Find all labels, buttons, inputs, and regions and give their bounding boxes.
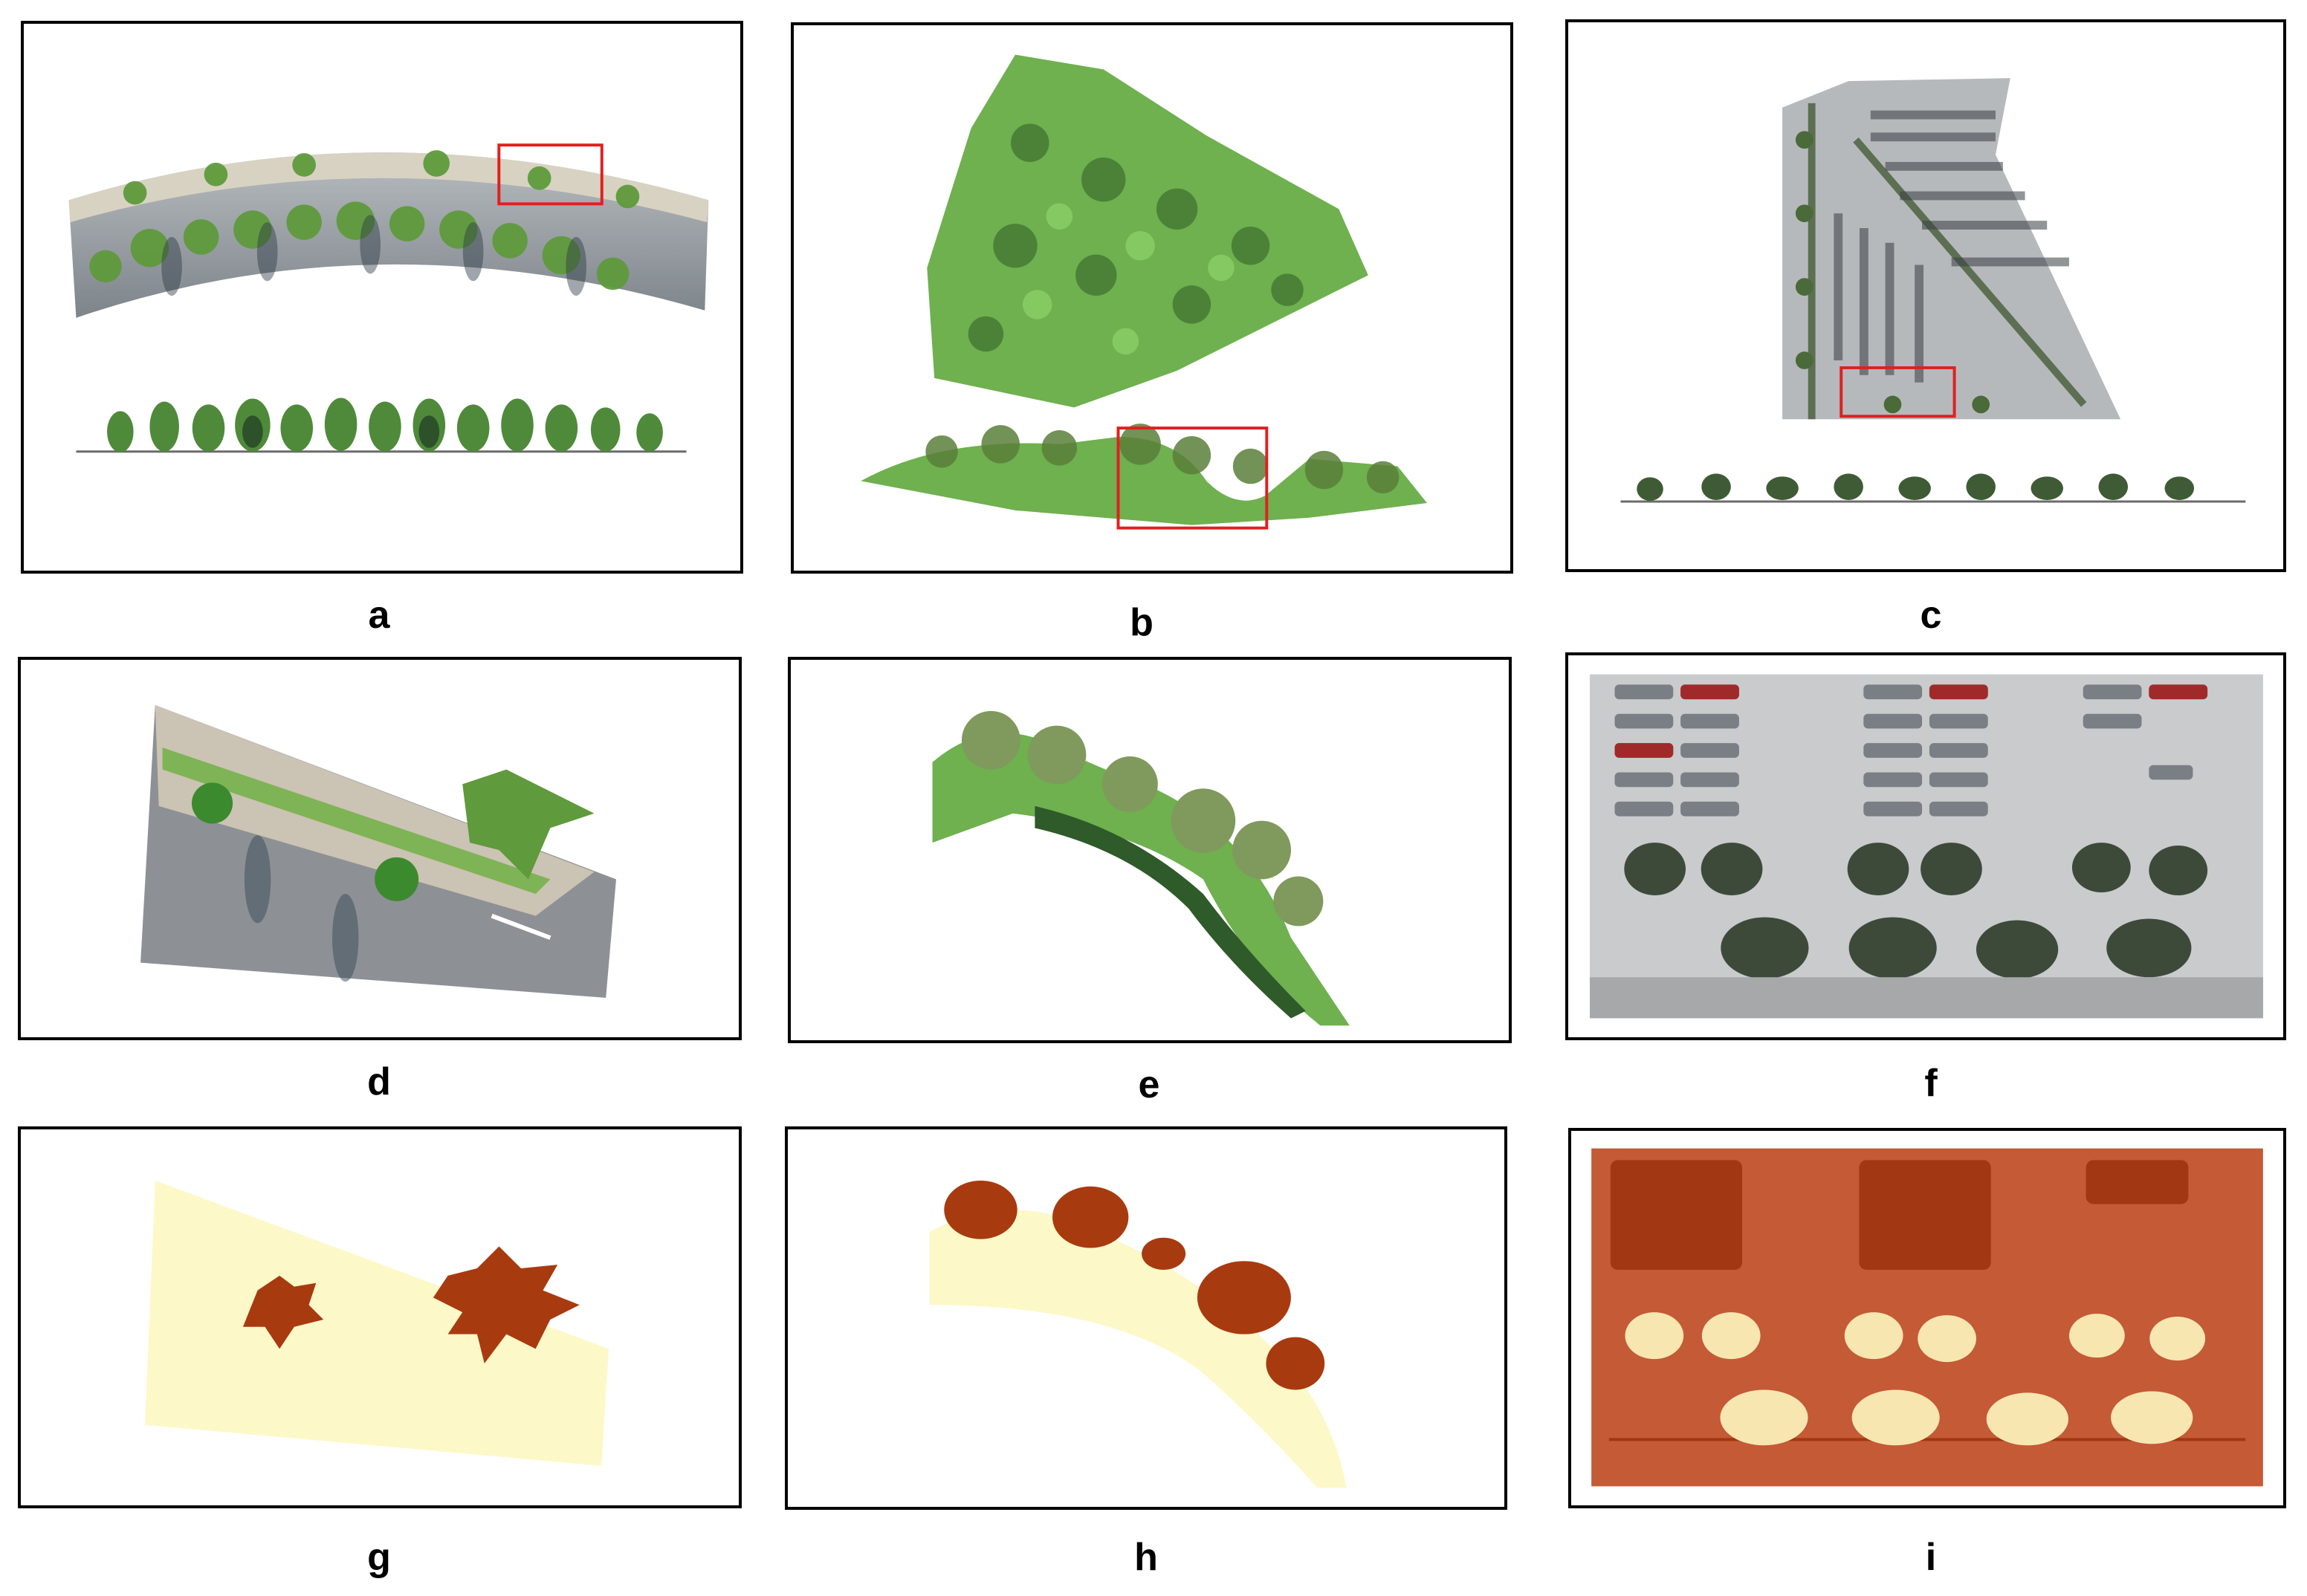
caption-h: h <box>1134 1536 1158 1579</box>
hillside-crop-image <box>932 710 1350 1026</box>
hillside-segmentation-image <box>929 1180 1347 1488</box>
panel-e <box>788 657 1512 1043</box>
panel-b <box>791 22 1513 574</box>
caption-a: a <box>368 594 390 637</box>
parking-segmentation-image <box>1591 1148 2263 1487</box>
panel-a <box>21 21 743 574</box>
parking-crop-image <box>1590 674 2263 1019</box>
parking-lot-point-cloud-image <box>1620 78 2246 503</box>
panel-h <box>785 1126 1507 1510</box>
hillside-point-cloud-image <box>861 54 1427 530</box>
panel-d <box>18 657 742 1040</box>
street-point-cloud-image <box>68 143 709 453</box>
caption-b: b <box>1130 601 1154 644</box>
roadside-crop-image <box>140 705 616 998</box>
panel-c <box>1565 19 2286 572</box>
caption-d: d <box>367 1060 391 1103</box>
caption-i: i <box>1925 1536 1937 1579</box>
caption-e: e <box>1138 1063 1160 1106</box>
roadside-segmentation-image <box>144 1180 609 1466</box>
panel-f <box>1565 652 2286 1040</box>
caption-c: c <box>1920 594 1942 637</box>
panel-i <box>1568 1128 2286 1508</box>
caption-f: f <box>1924 1062 1938 1105</box>
panel-g <box>18 1126 742 1508</box>
caption-g: g <box>367 1536 391 1579</box>
